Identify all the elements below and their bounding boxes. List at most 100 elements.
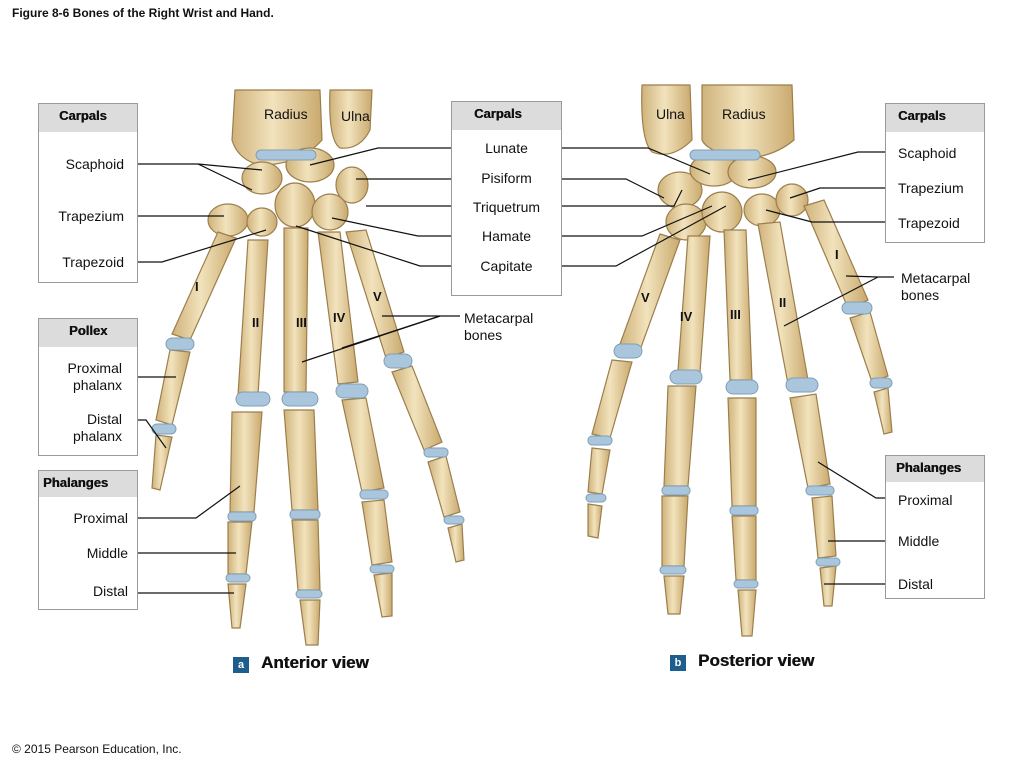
posterior-hand (587, 84, 893, 637)
posterior-numeral-i: I (835, 247, 839, 262)
anterior-thumb-metacarpal (171, 231, 237, 341)
label-posterior-distal: Distal (898, 576, 934, 592)
posterior-carpals-title: Carpals (886, 104, 984, 132)
posterior-index-proximal (789, 393, 831, 489)
posterior-little-metacarpal (619, 233, 681, 351)
posterior-middle-middle (731, 515, 757, 581)
anterior-little-middle (427, 455, 461, 518)
anterior-numeral-v: V (373, 289, 382, 304)
posterior-numeral-ii: II (779, 295, 787, 310)
posterior-ring-middle (661, 495, 689, 567)
anterior-hand (151, 89, 465, 646)
posterior-ring-metacarpal (677, 235, 711, 373)
anterior-numeral-iv: IV (333, 310, 346, 325)
posterior-thumb-distal (873, 387, 893, 435)
anterior-middle-middle (291, 519, 321, 591)
anterior-numeral-i: I (195, 279, 199, 294)
anterior-carpals-title: Carpals (39, 104, 137, 132)
anterior-ulna-bone (329, 89, 373, 149)
label-anterior-middle: Middle (86, 545, 128, 561)
label-posterior-middle: Middle (898, 533, 940, 549)
posterior-trapezium (775, 183, 809, 217)
pollex-title: Pollex (39, 319, 137, 347)
anterior-cartilage (151, 149, 465, 599)
anterior-phalanges-title: Phalanges (39, 471, 137, 497)
posterior-hamate (665, 203, 707, 241)
posterior-middle-distal (737, 589, 757, 637)
anterior-index-middle (227, 521, 253, 575)
label-posterior-proximal: Proximal (898, 492, 953, 508)
label-anterior-metacarpal-bones: Metacarpal bones (464, 310, 534, 343)
label-posterior-metacarpal-bones: Metacarpal bones (901, 270, 971, 303)
posterior-little-distal (587, 503, 603, 539)
label-posterior-trapezium: Trapezium (898, 180, 964, 196)
label-anterior-ulna: Ulna (341, 108, 370, 124)
anterior-middle-proximal (283, 409, 319, 511)
anterior-little-proximal (391, 365, 443, 451)
posterior-ring-distal (663, 575, 685, 615)
posterior-view-badge: b (670, 655, 686, 671)
posterior-cartilage (585, 149, 893, 589)
label-anterior-trapezoid: Trapezoid (62, 254, 124, 270)
posterior-middle-metacarpal (723, 229, 753, 381)
label-pollex-distal-phalanx: Distal phalanx (72, 411, 122, 444)
label-lunate: Lunate (485, 140, 528, 156)
label-triquetrum: Triquetrum (472, 199, 541, 215)
label-pisiform: Pisiform (481, 170, 532, 186)
center-carpals-title: Carpals (452, 102, 561, 130)
leader-lines (130, 147, 894, 594)
posterior-index-distal (819, 565, 837, 607)
anterior-ring-metacarpal (317, 231, 359, 385)
anterior-ring-middle (361, 499, 393, 566)
label-posterior-radius: Radius (722, 106, 766, 122)
center-carpals-box (451, 101, 562, 296)
label-anterior-distal: Distal (92, 583, 128, 599)
figure-title: Figure 8-6 Bones of the Right Wrist and … (12, 6, 274, 20)
posterior-scaphoid (727, 155, 777, 189)
anterior-trapezoid (246, 207, 278, 237)
anterior-numeral-ii: II (252, 315, 260, 330)
anterior-middle-distal (299, 599, 321, 646)
anterior-middle-metacarpal (283, 227, 309, 393)
anterior-thumb-proximal (155, 349, 191, 426)
label-anterior-radius: Radius (264, 106, 308, 122)
anterior-little-metacarpal (345, 229, 405, 359)
anterior-pisiform (335, 166, 369, 204)
label-posterior-scaphoid: Scaphoid (898, 145, 957, 161)
anterior-numeral-iii: III (296, 315, 307, 330)
anterior-little-distal (447, 523, 465, 563)
label-anterior-trapezium: Trapezium (58, 208, 124, 224)
anterior-capitate (274, 182, 316, 228)
label-capitate: Capitate (480, 258, 533, 274)
label-posterior-ulna: Ulna (656, 106, 685, 122)
anterior-view-title: Anterior view (261, 653, 369, 672)
posterior-numeral-iv: IV (680, 309, 693, 324)
label-anterior-proximal: Proximal (73, 510, 128, 526)
posterior-middle-proximal (727, 397, 757, 507)
copyright: © 2015 Pearson Education, Inc. (12, 742, 182, 756)
anterior-ring-distal (373, 572, 393, 618)
anterior-index-distal (227, 583, 247, 629)
posterior-view-title: Posterior view (698, 651, 815, 670)
posterior-trapezoid (743, 193, 781, 227)
label-hamate: Hamate (481, 228, 532, 244)
label-anterior-scaphoid: Scaphoid (65, 156, 124, 172)
anterior-view-badge: a (233, 657, 249, 673)
posterior-ring-proximal (663, 385, 697, 487)
label-pollex-proximal-phalanx: Proximal phalanx (67, 360, 122, 393)
anterior-index-proximal (229, 411, 263, 513)
posterior-capitate (701, 191, 743, 233)
posterior-little-proximal (591, 359, 633, 439)
anterior-carpals-box (38, 103, 138, 283)
posterior-phalanges-title: Phalanges (886, 456, 984, 482)
label-posterior-trapezoid: Trapezoid (898, 215, 960, 231)
posterior-little-middle (587, 447, 611, 495)
posterior-thumb-proximal (849, 311, 889, 383)
posterior-thumb-metacarpal (803, 199, 869, 309)
posterior-index-middle (811, 495, 837, 559)
anterior-thumb-distal (151, 434, 173, 491)
posterior-numeral-v: V (641, 290, 650, 305)
posterior-numeral-iii: III (730, 307, 741, 322)
anterior-ring-proximal (341, 397, 385, 493)
